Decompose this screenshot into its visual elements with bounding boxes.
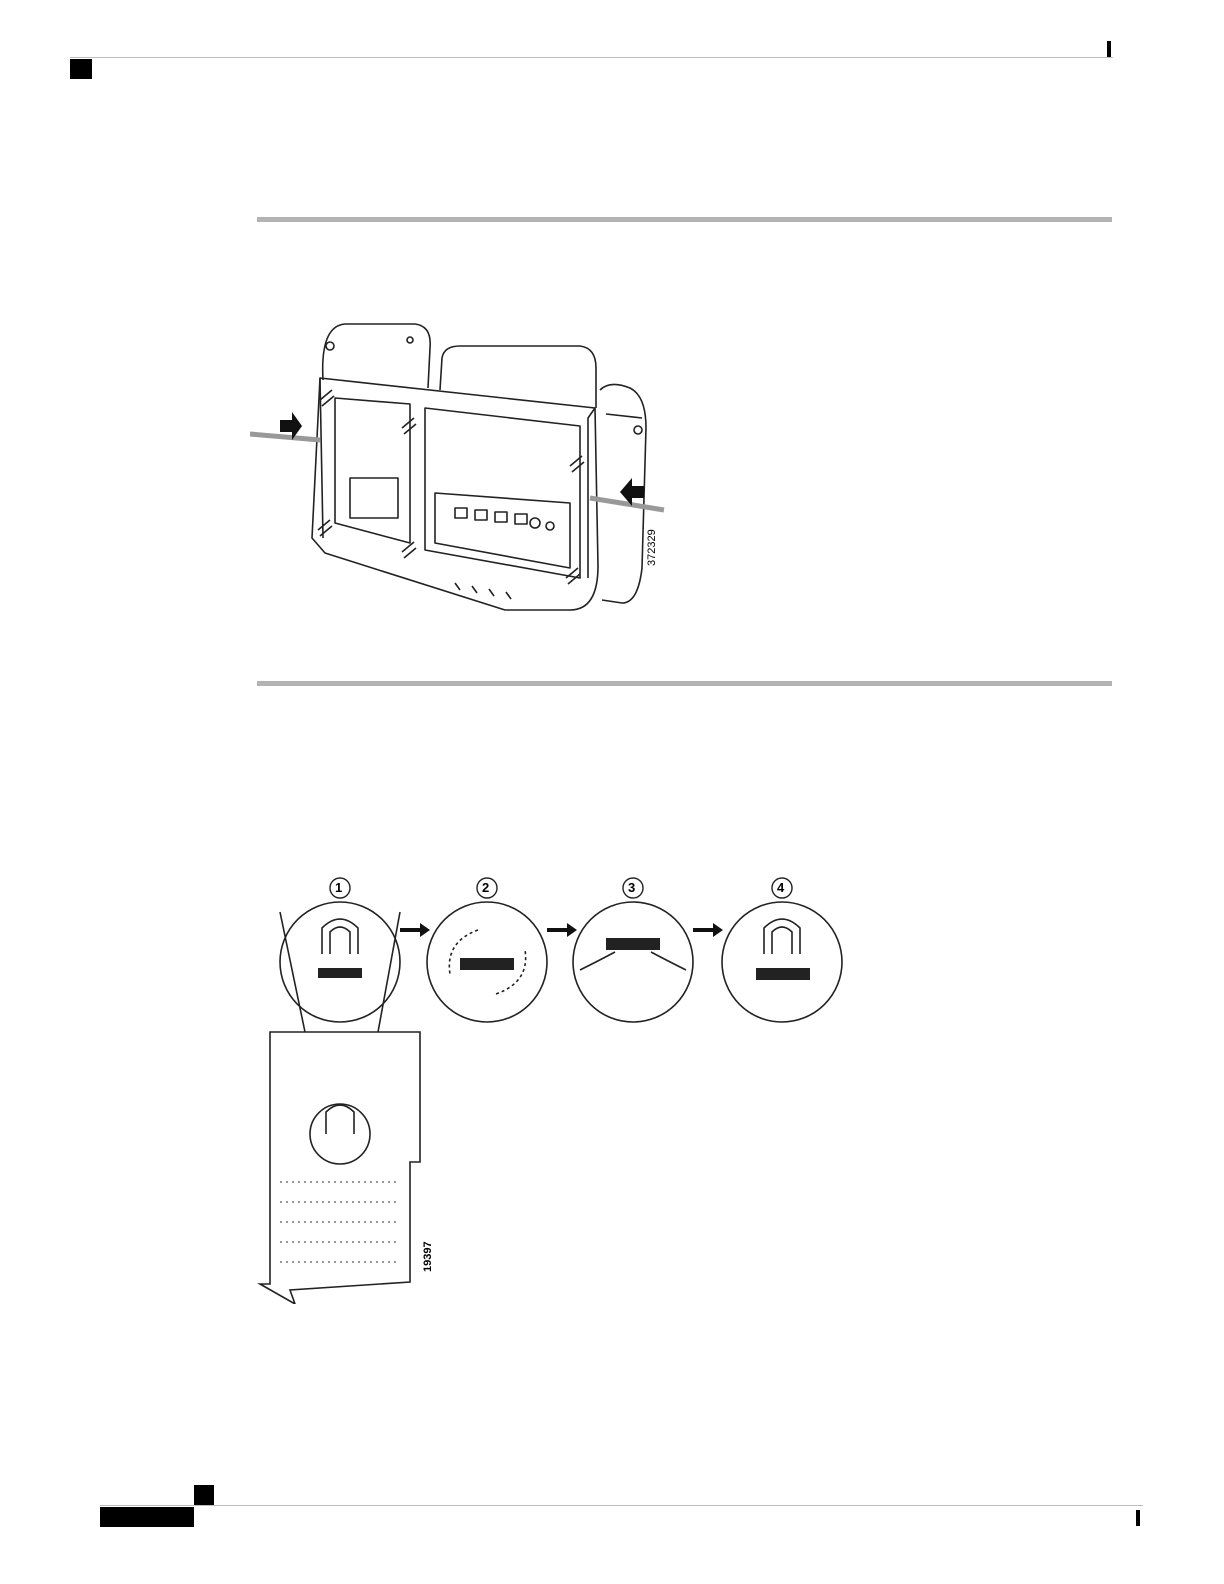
header-rule [70,57,1113,58]
handset-rest-illustration [250,872,850,1304]
figure-id-label: 372329 [646,529,658,566]
handset-rest-figure: 1 2 3 4 19397 [250,872,850,1304]
step-separator-bottom [257,681,1112,686]
step-separator-top [257,217,1112,222]
header-right-tick [1107,41,1111,57]
footer-page-square [194,1485,214,1505]
step-number-2: 2 [482,880,489,895]
step-arrow-icon [400,923,430,937]
wall-mount-bracket-figure: 372329 [250,318,680,618]
header-corner-mark [70,59,92,79]
step-number-4: 4 [777,880,784,895]
footer-right-tick [1136,1510,1140,1526]
step-arrow-icon [547,923,577,937]
step-arrow-icon [693,923,723,937]
footer-rule [100,1505,1143,1506]
wall-mount-illustration [250,318,680,618]
step-number-3: 3 [628,880,635,895]
step-number-1: 1 [335,880,342,895]
footer-page-tab [100,1507,194,1527]
figure-id-label: 19397 [422,1241,434,1272]
